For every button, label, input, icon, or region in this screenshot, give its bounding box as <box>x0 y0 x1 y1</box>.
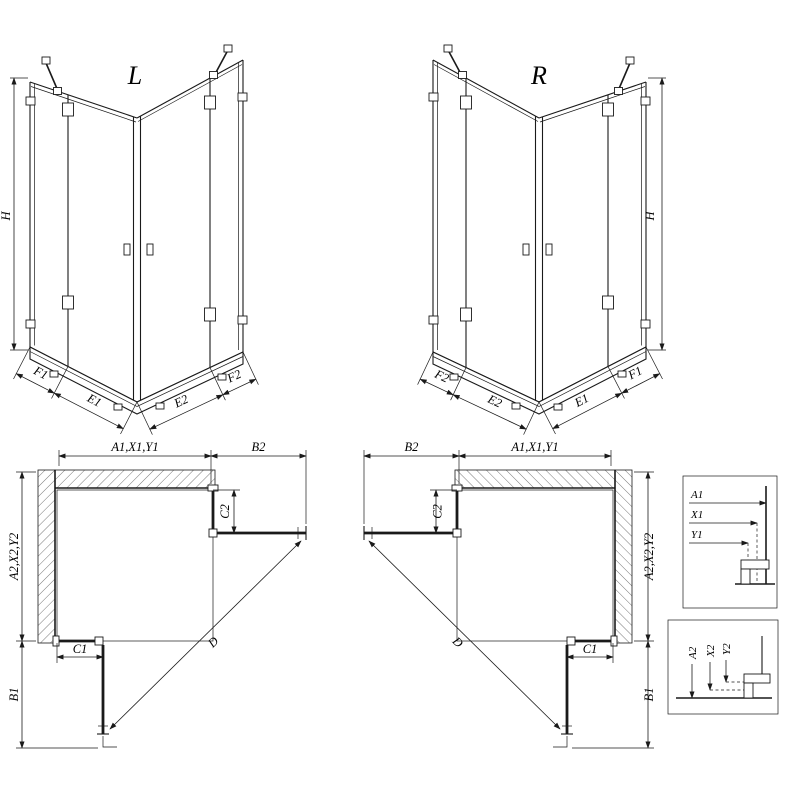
perspective-view-left: L H F1 E1 E2 F2 <box>0 45 258 435</box>
dim-label-a2x2y2-right: A2,X2,Y2 <box>642 533 656 581</box>
detail-label-a2: A2 <box>687 646 699 660</box>
detail-label-x2: X2 <box>705 644 717 658</box>
profile-detail-depth <box>676 636 772 699</box>
dim-label-c1-right: C1 <box>583 642 598 656</box>
dim-label-b1-left: B1 <box>7 688 21 702</box>
dim-label-b2-right: B2 <box>405 440 419 454</box>
dim-label-e1-left: E1 <box>84 390 104 409</box>
plan-view-right: B2 A1,X1,Y1 A2,X2,Y2 B1 C2 C1 D <box>364 440 656 748</box>
dim-label-e2-left: E2 <box>171 392 190 411</box>
detail-box-depth: A2 X2 Y2 <box>667 619 779 715</box>
dim-label-e2-right: E2 <box>485 391 504 410</box>
dim-label-f2-right: F2 <box>432 366 451 385</box>
dim-label-d-left: D <box>204 634 221 651</box>
plan-geometry-right <box>364 450 654 748</box>
detail-label-y1: Y1 <box>691 529 703 541</box>
dim-label-a1x1y1-left: A1,X1,Y1 <box>110 440 158 454</box>
dim-label-f1-left: F1 <box>31 363 51 382</box>
detail-box-width: A1 X1 Y1 <box>682 475 778 609</box>
dim-label-b2-left: B2 <box>252 440 266 454</box>
perspective-geometry-left <box>10 45 258 435</box>
dim-label-h-right: H <box>643 211 657 222</box>
plan-view-left: A1,X1,Y1 B2 A2,X2,Y2 B1 C2 C1 D <box>7 440 306 748</box>
dim-label-a1x1y1-right: A1,X1,Y1 <box>510 440 558 454</box>
detail-label-x1: X1 <box>690 509 703 521</box>
dim-label-c2-left: C2 <box>218 504 232 519</box>
variant-label-left: L <box>127 61 142 90</box>
dim-label-c2-right: C2 <box>431 504 445 519</box>
dim-label-e1-right: E1 <box>571 391 591 410</box>
plan-geometry-left <box>16 450 306 748</box>
dim-label-f1-right: F1 <box>625 363 645 382</box>
dim-label-f2-left: F2 <box>224 367 243 386</box>
detail-label-y2: Y2 <box>721 643 733 655</box>
dim-label-d-right: D <box>449 633 466 650</box>
profile-detail-width <box>735 559 775 585</box>
dim-label-h-left: H <box>0 211 13 222</box>
dim-label-a2x2y2-left: A2,X2,Y2 <box>7 533 21 581</box>
variant-label-right: R <box>530 61 547 90</box>
detail-label-a1: A1 <box>690 489 703 501</box>
dim-label-b1-right: B1 <box>642 688 656 702</box>
dim-label-c1-left: C1 <box>73 642 88 656</box>
perspective-view-right: R H F2 E2 E1 F1 <box>418 45 666 435</box>
